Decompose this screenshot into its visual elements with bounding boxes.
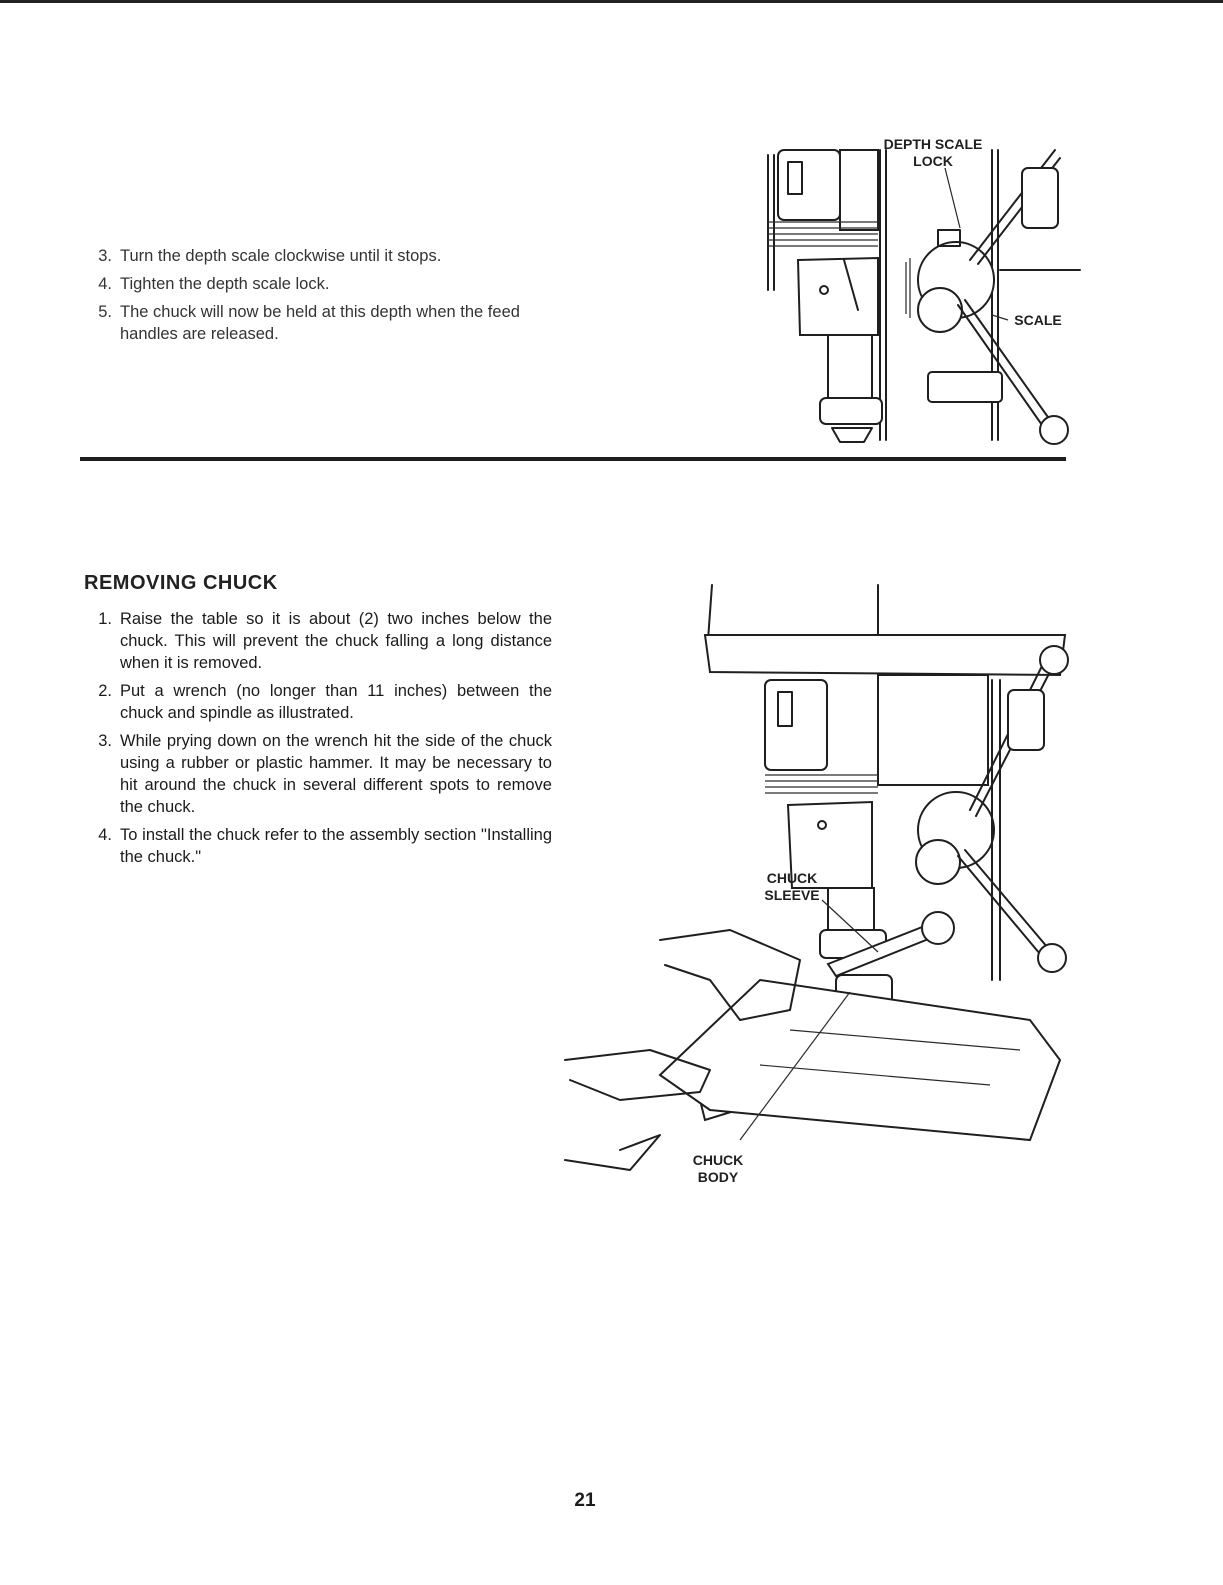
list-item: 5.The chuck will now be held at this dep…	[98, 303, 520, 343]
list-item: 3.While prying down on the wrench hit th…	[98, 732, 552, 816]
depth-scale-steps: 3.Turn the depth scale clockwise until i…	[90, 245, 560, 351]
top-border-line	[0, 0, 1223, 3]
list-item: 2.Put a wrench (no longer than 11 inches…	[98, 682, 552, 722]
page-number: 21	[574, 1490, 596, 1511]
section-heading: REMOVING CHUCK	[84, 572, 278, 594]
removing-chuck-illustration	[564, 584, 1069, 1171]
list-item: 1.Raise the table so it is about (2) two…	[98, 610, 552, 672]
list-item: 4.To install the chuck refer to the asse…	[98, 826, 552, 866]
removing-chuck-steps: 1.Raise the table so it is about (2) two…	[90, 608, 552, 874]
depth-scale-illustration	[767, 149, 1081, 445]
chuck-body-label: CHUCK BODY	[692, 1152, 744, 1185]
list-item: 3.Turn the depth scale clockwise until i…	[98, 247, 442, 265]
section-divider	[80, 457, 1066, 461]
list-item: 4.Tighten the depth scale lock.	[98, 275, 330, 293]
depth-scale-lock-label: DEPTH SCALE LOCK	[883, 136, 983, 169]
chuck-sleeve-label: CHUCK SLEEVE	[764, 870, 820, 903]
scale-label: SCALE	[1014, 312, 1062, 328]
